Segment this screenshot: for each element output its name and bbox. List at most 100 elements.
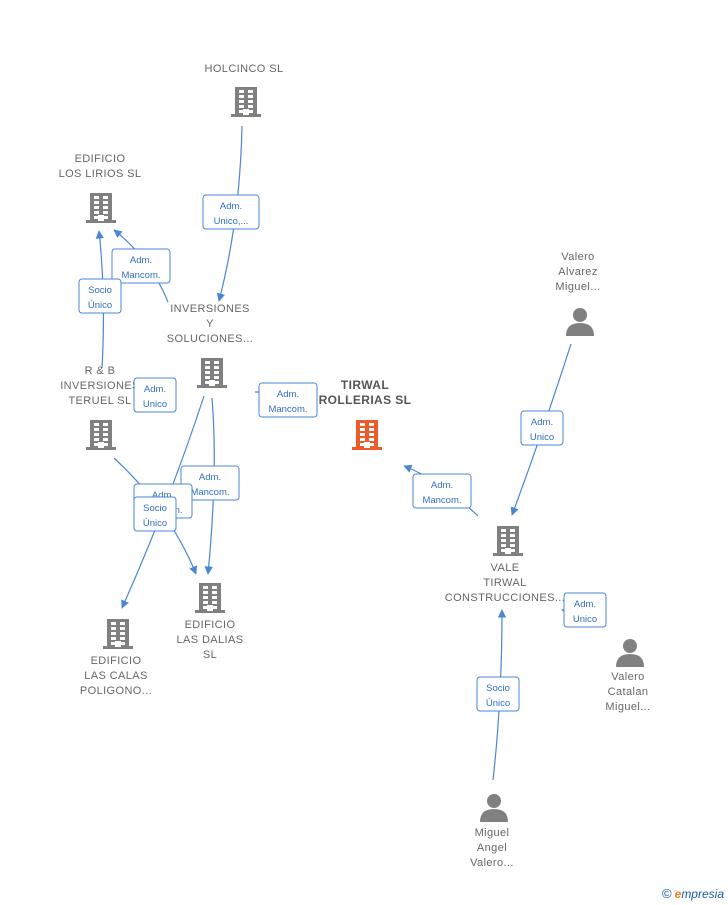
edge-label-text: Socio <box>88 285 112 296</box>
node-holcinco[interactable]: HOLCINCO SL <box>205 63 284 117</box>
building-icon <box>352 420 382 450</box>
node-valero_catalan[interactable]: ValeroCatalanMiguel... <box>605 639 650 713</box>
edge-label-e1[interactable]: Adm. Unico,... <box>202 194 260 230</box>
node-rb[interactable]: R & B INVERSIONES TERUEL SL <box>60 365 140 450</box>
edge-label-text: Único <box>143 518 167 529</box>
edge-label-text: Socio <box>143 503 167 514</box>
node-label: Alvarez <box>558 266 597 278</box>
node-label: POLIGONO... <box>80 685 152 697</box>
node-label: LOS LIRIOS SL <box>59 168 142 180</box>
edge-label-box <box>563 592 607 628</box>
node-label: LAS CALAS <box>84 670 148 682</box>
edge-label-text: Adm. <box>199 472 221 483</box>
building-icon <box>493 526 523 556</box>
edge-label-e10[interactable]: Adm.Mancom. <box>412 473 472 509</box>
node-miguel_angel[interactable]: MiguelAngelValero... <box>470 794 514 869</box>
node-label: SL <box>203 649 217 661</box>
node-label: Catalan <box>608 686 649 698</box>
edge-label-box <box>412 473 472 509</box>
edge-label-text: Único <box>486 698 510 709</box>
node-label: TERUEL SL <box>68 395 131 407</box>
building-icon <box>86 193 116 223</box>
edge-label-box <box>258 382 318 418</box>
edge-label-box <box>133 496 177 532</box>
node-valero_alvarez[interactable]: ValeroAlvarezMiguel... <box>555 251 600 336</box>
node-calas[interactable]: EDIFICIO LAS CALAS POLIGONO... <box>80 619 152 697</box>
node-label: Angel <box>477 842 507 854</box>
node-label: INVERSIONES <box>170 303 250 315</box>
person-icon <box>616 639 644 667</box>
edge-label-box <box>78 278 122 314</box>
edge-label-text: Adm. <box>144 384 166 395</box>
building-icon <box>197 358 227 388</box>
node-label: TIRWAL <box>341 378 389 392</box>
edge-label-text: Socio <box>486 683 510 694</box>
edge-label-box <box>520 410 564 446</box>
node-label: INVERSIONES <box>60 380 140 392</box>
person-icon <box>480 794 508 822</box>
edge-label-box <box>180 465 240 501</box>
edge-label-e8[interactable]: Adm. Unico <box>133 377 177 413</box>
node-label: LAS DALIAS <box>177 634 244 646</box>
footer-brand[interactable]: ©empresia <box>662 886 724 901</box>
edge-label-text: Adm. <box>574 599 596 610</box>
node-label: Miguel... <box>605 701 650 713</box>
building-icon <box>86 420 116 450</box>
edge-label-e4[interactable]: Adm. Mancom. <box>180 465 240 501</box>
edge-label-e7[interactable]: Adm. Mancom. <box>258 382 318 418</box>
edge-labels-layer: Adm.Unico,...Adm.Mancom.SocioÚnicoAdm.Ma… <box>78 194 607 712</box>
node-label: EDIFICIO <box>185 619 236 631</box>
node-label: TIRWAL <box>483 577 526 589</box>
edge-label-text: Adm. <box>531 417 553 428</box>
edge-label-text: Unico <box>530 432 554 443</box>
node-lirios[interactable]: EDIFICIO LOS LIRIOS SL <box>59 153 142 223</box>
edge-label-e2[interactable]: Adm. Mancom. <box>111 248 171 284</box>
node-dalias[interactable]: EDIFICIO LAS DALIAS SL <box>177 583 244 661</box>
edge-label-box <box>111 248 171 284</box>
building-icon <box>195 583 225 613</box>
edge-label-text: Unico <box>143 399 167 410</box>
brand-logo-text: mpresia <box>681 887 724 901</box>
edge-label-box <box>476 676 520 712</box>
node-label: Valero <box>611 671 644 683</box>
edge-label-text: Mancom. <box>268 404 307 415</box>
edge-label-text: Adm. <box>220 201 242 212</box>
node-label: Miguel <box>475 827 510 839</box>
node-inversiones[interactable]: INVERSIONESYSOLUCIONES... <box>167 303 254 388</box>
node-label: EDIFICIO <box>75 153 126 165</box>
edge-label-text: Unico,... <box>214 216 249 227</box>
node-vale[interactable]: VALE TIRWAL CONSTRUCCIONES... <box>445 526 565 604</box>
node-label: HOLCINCO SL <box>205 63 284 75</box>
node-label: Valero <box>561 251 594 263</box>
node-label: EDIFICIO <box>91 655 142 667</box>
node-label: R & B <box>85 365 116 377</box>
node-label: Valero... <box>470 857 514 869</box>
building-icon <box>231 87 261 117</box>
edge-label-text: Adm. <box>277 389 299 400</box>
building-icon <box>103 619 133 649</box>
brand-logo-letter: e <box>674 887 682 901</box>
person-icon <box>566 308 594 336</box>
edge-label-text: Mancom. <box>190 487 229 498</box>
edge-label-e12[interactable]: Adm. Unico <box>563 592 607 628</box>
edges-layer <box>95 125 607 781</box>
node-label: Miguel... <box>555 281 600 293</box>
node-label: CONSTRUCCIONES... <box>445 592 565 604</box>
copyright-icon: © <box>662 886 672 901</box>
edge-label-text: Adm. <box>130 255 152 266</box>
edge-label-text: Adm. <box>431 480 453 491</box>
edge-label-e9[interactable]: Adm. Unico <box>520 410 564 446</box>
node-label: ROLLERIAS SL <box>319 393 412 407</box>
nodes-layer: HOLCINCO SL EDIFICIO LOS LIRIOS SL INVERSIO… <box>59 63 651 869</box>
edge-label-text: Único <box>88 300 112 311</box>
node-label: SOLUCIONES... <box>167 333 254 345</box>
edge-label-box <box>133 377 177 413</box>
edge-label-text: Unico <box>573 614 597 625</box>
edge-label-text: Mancom. <box>121 270 160 281</box>
node-label: VALE <box>491 562 520 574</box>
